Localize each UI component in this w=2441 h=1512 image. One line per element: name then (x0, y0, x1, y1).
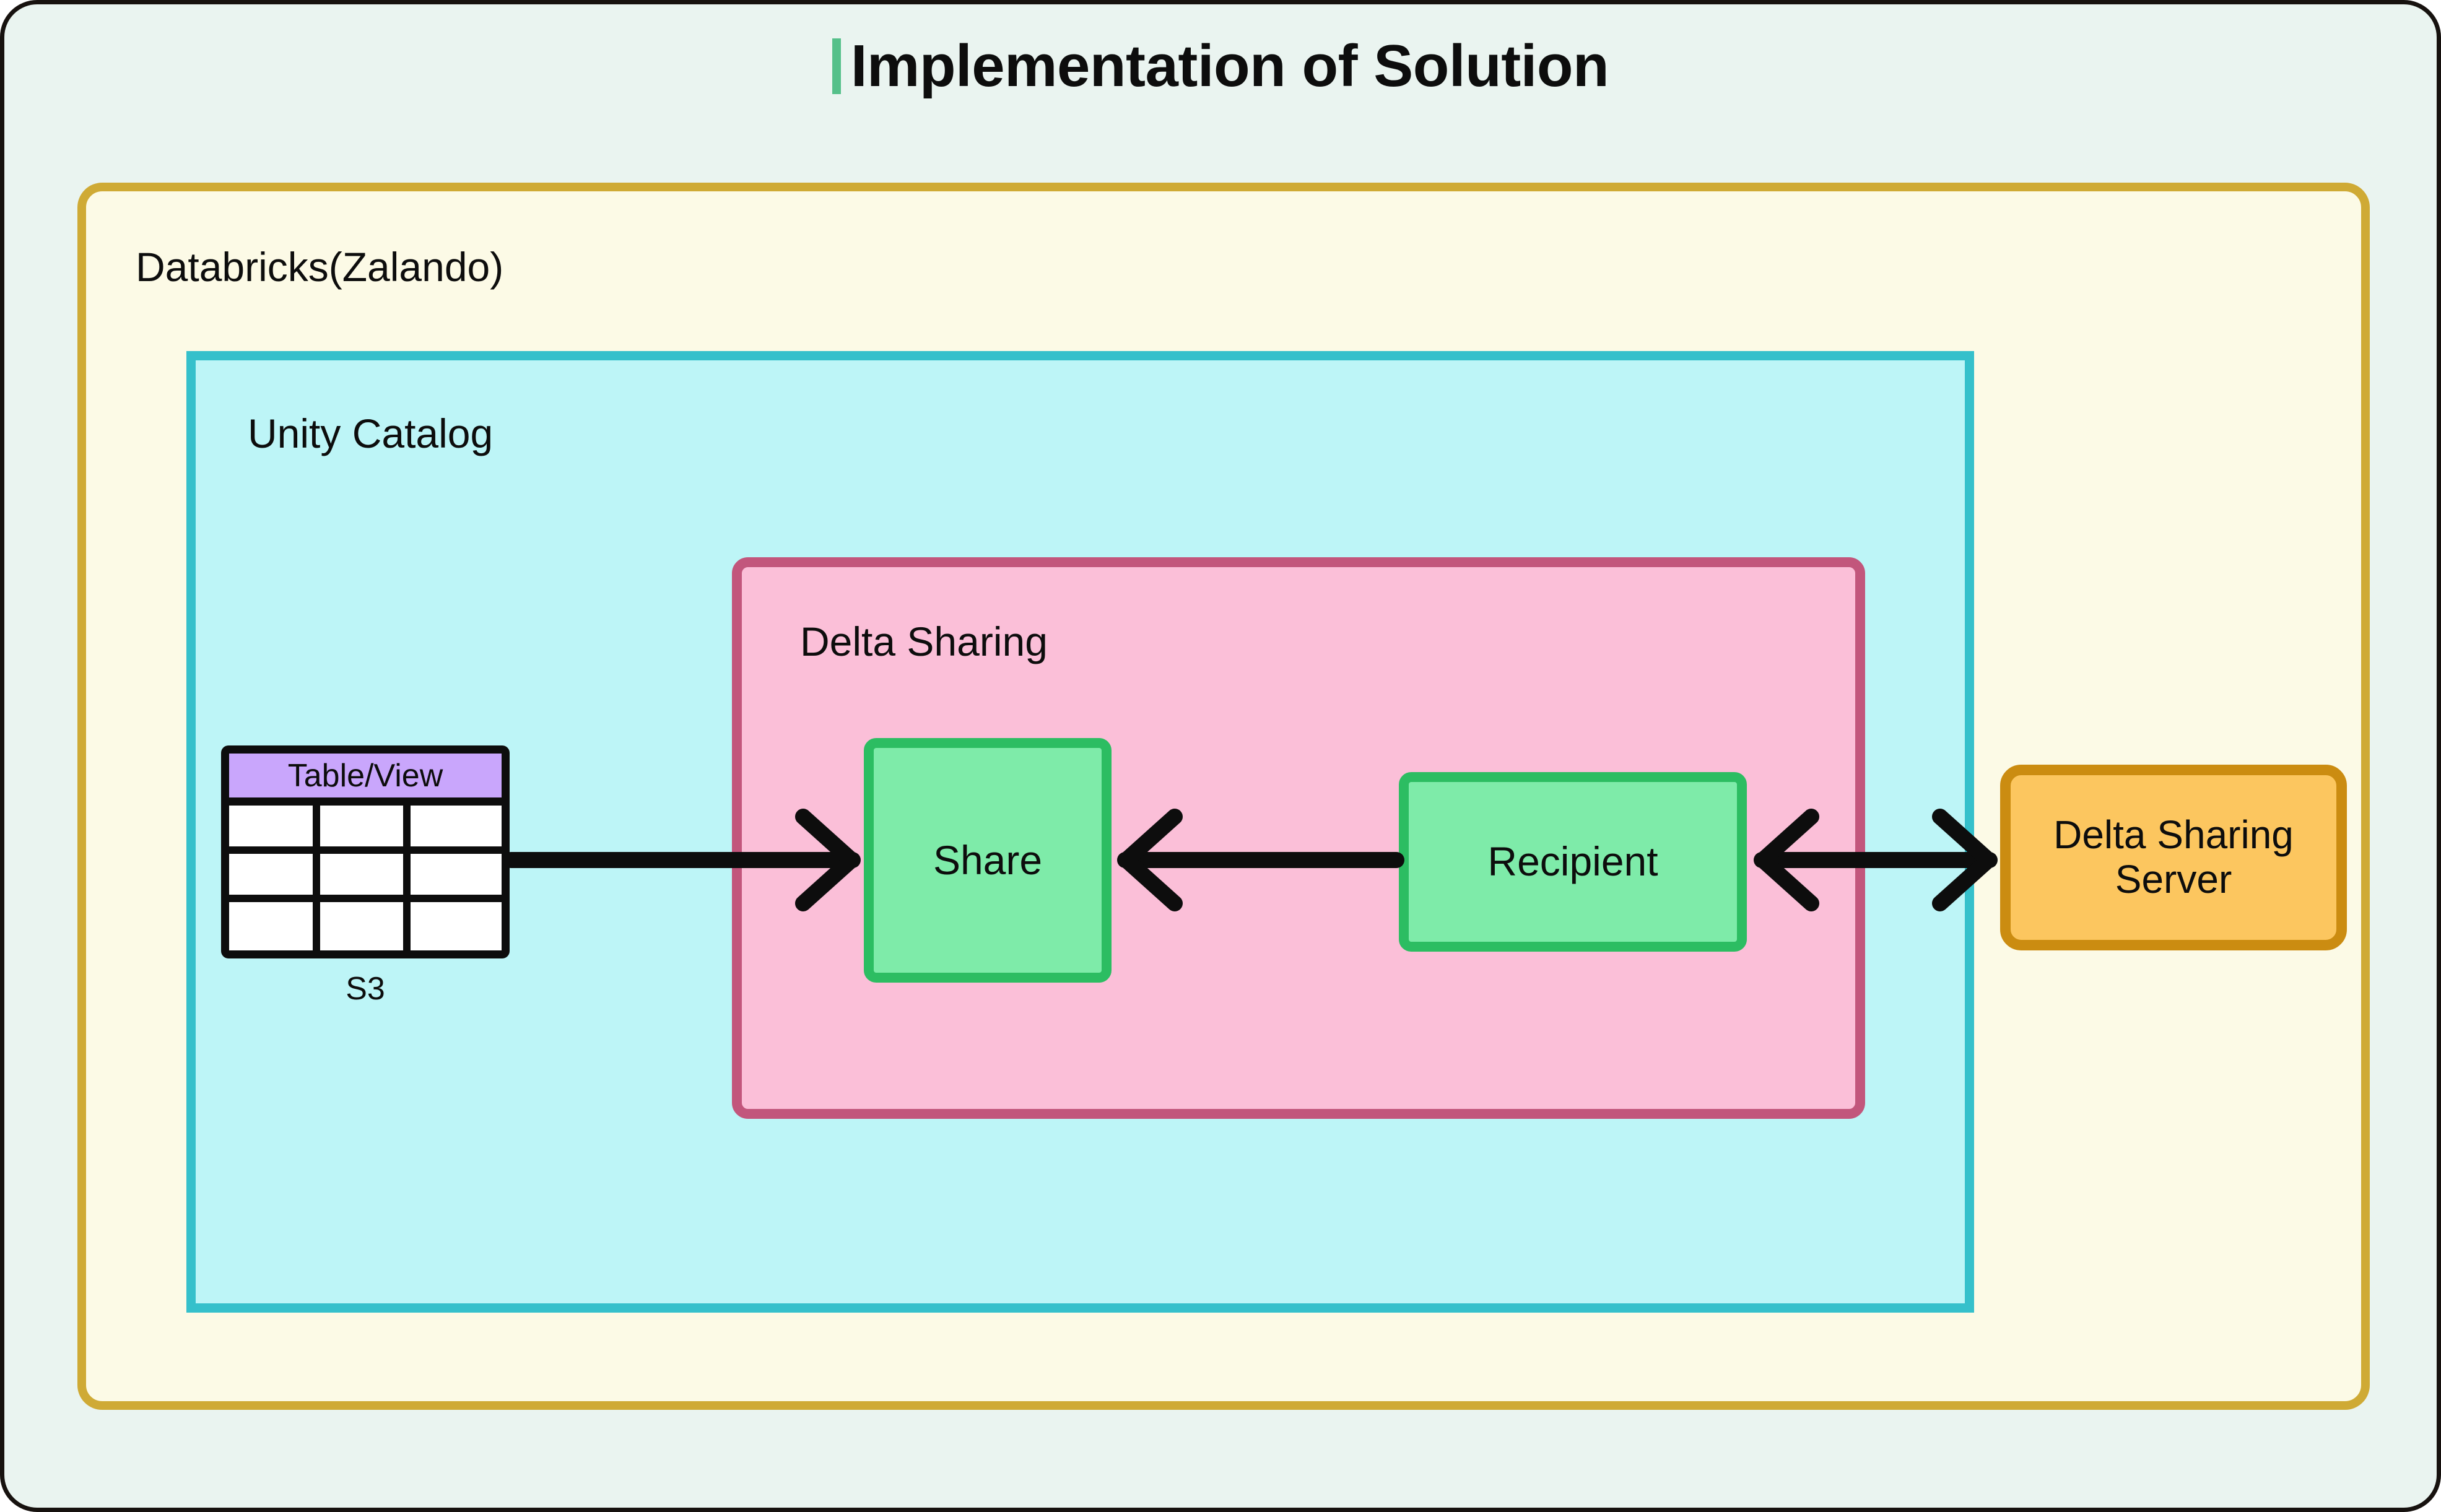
page-title: Implementation of Solution (4, 37, 2437, 96)
container-delta-sharing-label: Delta Sharing (800, 619, 1048, 664)
table-view-caption-s3: S3 (346, 971, 385, 1007)
table-cell (411, 854, 502, 902)
table-view-grid (229, 806, 502, 950)
container-databricks-label: Databricks(Zalando) (136, 244, 504, 290)
container-unity-catalog-label: Unity Catalog (248, 411, 494, 456)
container-delta-sharing: Delta Sharing (732, 557, 1865, 1119)
node-share-label: Share (933, 836, 1043, 883)
node-delta-sharing-server-label-line1: Delta Sharing (2053, 812, 2294, 858)
node-table-view[interactable]: Table/View (221, 745, 510, 958)
node-share[interactable]: Share (864, 738, 1112, 983)
node-delta-sharing-server[interactable]: Delta Sharing Server (2000, 765, 2347, 950)
table-cell (229, 902, 320, 950)
table-cell (229, 806, 320, 854)
page-title-text: Implementation of Solution (850, 33, 1609, 99)
table-view-header: Table/View (229, 754, 502, 806)
table-cell (229, 854, 320, 902)
table-cell (411, 806, 502, 854)
node-delta-sharing-server-label-line2: Server (2115, 857, 2232, 902)
table-cell (320, 902, 411, 950)
table-cell (320, 854, 411, 902)
node-recipient[interactable]: Recipient (1399, 772, 1747, 952)
node-delta-sharing-server-label: Delta Sharing Server (2053, 812, 2294, 902)
table-cell (320, 806, 411, 854)
title-accent-bar (832, 38, 841, 94)
node-recipient-label: Recipient (1487, 838, 1658, 885)
table-cell (411, 902, 502, 950)
